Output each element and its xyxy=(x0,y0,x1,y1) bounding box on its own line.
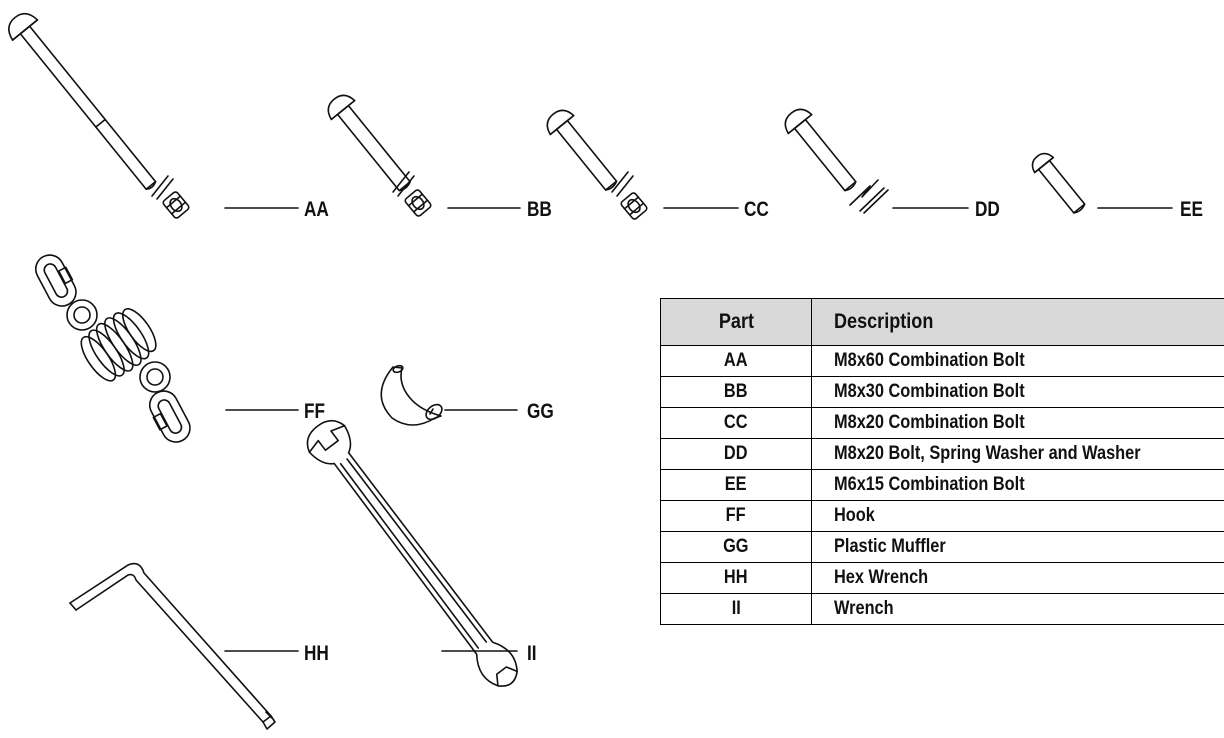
cell-description: M8x30 Combination Bolt xyxy=(811,376,1224,408)
parts-table: Part Description AA M8x60 Combination Bo… xyxy=(660,298,1224,625)
cell-description: M6x15 Combination Bolt xyxy=(811,469,1224,501)
table-row: AA M8x60 Combination Bolt xyxy=(660,345,1224,377)
cell-part: BB xyxy=(660,376,812,408)
table-row: CC M8x20 Combination Bolt xyxy=(660,407,1224,439)
callout-ii: II xyxy=(527,642,537,665)
header-description: Description xyxy=(811,298,1224,346)
cell-description: Hook xyxy=(811,500,1224,532)
cell-description: Wrench xyxy=(811,593,1224,625)
cell-part: HH xyxy=(660,562,812,594)
cell-part: II xyxy=(660,593,812,625)
table-row: FF Hook xyxy=(660,500,1224,532)
cell-description: M8x20 Bolt, Spring Washer and Washer xyxy=(811,438,1224,470)
callout-hh: HH xyxy=(304,642,329,665)
hex-wrench-hh-icon xyxy=(69,562,276,730)
bolt-aa-icon xyxy=(8,12,190,219)
cell-part: FF xyxy=(660,500,812,532)
bolt-cc-icon xyxy=(546,109,648,220)
hook-ff-icon xyxy=(34,254,191,443)
callout-aa: AA xyxy=(304,198,329,221)
bolt-bb-icon xyxy=(327,94,432,217)
callout-gg: GG xyxy=(527,400,554,423)
bolt-ee-icon xyxy=(1031,152,1086,214)
table-row: GG Plastic Muffler xyxy=(660,531,1224,563)
table-row: BB M8x30 Combination Bolt xyxy=(660,376,1224,408)
cell-description: M8x20 Combination Bolt xyxy=(811,407,1224,439)
callout-ee: EE xyxy=(1180,198,1203,221)
cell-description: Hex Wrench xyxy=(811,562,1224,594)
cell-description: Plastic Muffler xyxy=(811,531,1224,563)
table-header-row: Part Description xyxy=(660,298,1224,346)
callout-dd: DD xyxy=(975,198,1000,221)
cell-part: EE xyxy=(660,469,812,501)
cell-part: CC xyxy=(660,407,812,439)
callout-cc: CC xyxy=(744,198,769,221)
muffler-gg-icon xyxy=(380,364,443,426)
callout-ff: FF xyxy=(304,400,326,423)
cell-part: GG xyxy=(660,531,812,563)
open-wrench-ii-icon xyxy=(306,419,518,687)
bolt-dd-icon xyxy=(784,108,889,214)
cell-part: AA xyxy=(660,345,812,377)
cell-part: DD xyxy=(660,438,812,470)
callout-bb: BB xyxy=(527,198,552,221)
table-row: II Wrench xyxy=(660,593,1224,625)
table-row: EE M6x15 Combination Bolt xyxy=(660,469,1224,501)
header-part: Part xyxy=(660,298,812,346)
cell-description: M8x60 Combination Bolt xyxy=(811,345,1224,377)
table-row: DD M8x20 Bolt, Spring Washer and Washer xyxy=(660,438,1224,470)
table-row: HH Hex Wrench xyxy=(660,562,1224,594)
